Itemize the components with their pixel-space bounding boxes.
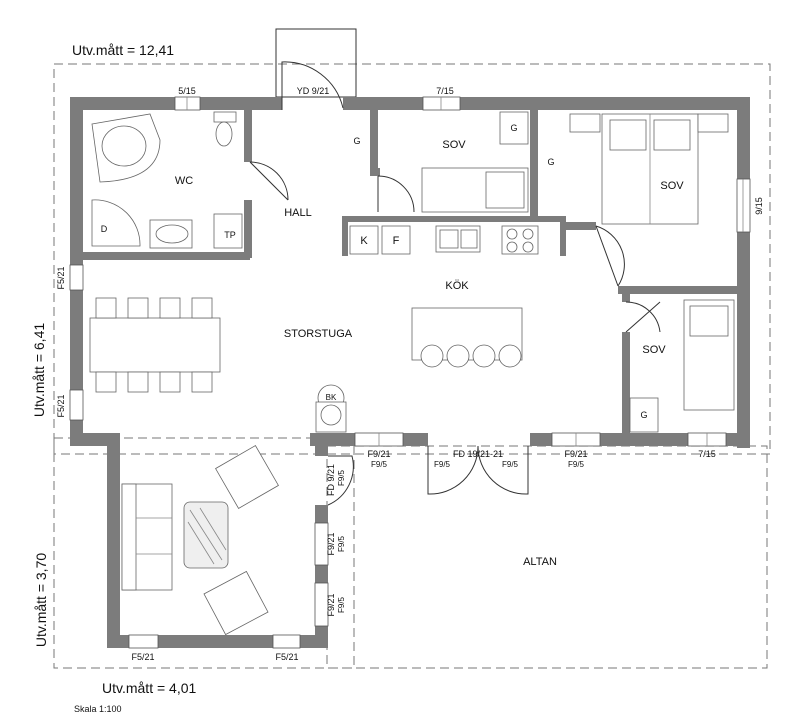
dim-left-upper: Utv.mått = 6,41 xyxy=(31,323,47,417)
room-sov-1: SOV xyxy=(442,139,466,151)
label-f: F xyxy=(393,235,400,247)
label-fd-main-sub-l: F9/5 xyxy=(434,460,451,469)
label-win-sov-top: 7/15 xyxy=(436,86,454,96)
room-altan: ALTAN xyxy=(523,556,557,568)
label-f9-right-a: F9/21 xyxy=(564,449,587,459)
opening-labels: 5/15 YD 9/21 7/15 9/15 F5/21 F5/21 7/15 … xyxy=(56,86,764,662)
label-g-sov2: G xyxy=(547,157,554,167)
room-labels: WC HALL SOV SOV SOV KÖK STORSTUGA ALTAN xyxy=(175,139,684,568)
label-k: K xyxy=(360,235,368,247)
label-win-bottom-right: 7/15 xyxy=(698,449,716,459)
label-fd-main: FD 19/21-21 xyxy=(453,449,503,459)
dim-top: Utv.mått = 12,41 xyxy=(72,42,174,58)
doors xyxy=(249,61,661,506)
label-win-right: 9/15 xyxy=(754,197,764,215)
furniture xyxy=(89,111,735,636)
room-kok: KÖK xyxy=(445,280,469,292)
label-f9-right-b: F9/5 xyxy=(568,460,585,469)
room-wc: WC xyxy=(175,175,193,187)
room-sov-2: SOV xyxy=(660,180,684,192)
dimension-labels: Utv.mått = 12,41 Utv.mått = 6,41 Utv.måt… xyxy=(31,42,196,714)
label-side-win1-a: F9/21 xyxy=(326,532,336,555)
walls xyxy=(70,97,750,648)
dim-bottom: Utv.mått = 4,01 xyxy=(102,680,196,696)
label-win-left-lower: F5/21 xyxy=(56,394,66,417)
label-win-bottom-left: F5/21 xyxy=(131,652,154,662)
scale-label: Skala 1:100 xyxy=(74,704,122,714)
label-side-win2-a: F9/21 xyxy=(326,593,336,616)
label-g-sov1: G xyxy=(510,123,517,133)
fixture-labels: D TP G G G G K F BK xyxy=(101,123,648,420)
dim-left-lower: Utv.mått = 3,70 xyxy=(33,553,49,647)
label-d: D xyxy=(101,224,108,234)
label-f9-left-a: F9/21 xyxy=(367,449,390,459)
label-win-wc-top: 5/15 xyxy=(178,86,196,96)
label-fd-main-sub-r: F9/5 xyxy=(502,460,519,469)
room-sov-3: SOV xyxy=(642,344,666,356)
label-side-win1-b: F9/5 xyxy=(337,535,346,552)
label-fd-side-sub: F9/5 xyxy=(337,469,346,486)
label-bk: BK xyxy=(326,393,337,402)
label-f9-left-b: F9/5 xyxy=(371,460,388,469)
room-storstuga: STORSTUGA xyxy=(284,328,353,340)
label-tp: TP xyxy=(224,230,236,240)
label-side-win2-b: F9/5 xyxy=(337,596,346,613)
label-fd-side-main: FD 9/21 xyxy=(326,464,336,496)
label-g-hall: G xyxy=(353,136,360,146)
room-hall: HALL xyxy=(284,207,312,219)
label-win-bottom-mid: F5/21 xyxy=(275,652,298,662)
label-g-sov3: G xyxy=(640,410,647,420)
label-door-front: YD 9/21 xyxy=(297,86,330,96)
label-win-left-upper: F5/21 xyxy=(56,266,66,289)
windows xyxy=(69,96,751,649)
